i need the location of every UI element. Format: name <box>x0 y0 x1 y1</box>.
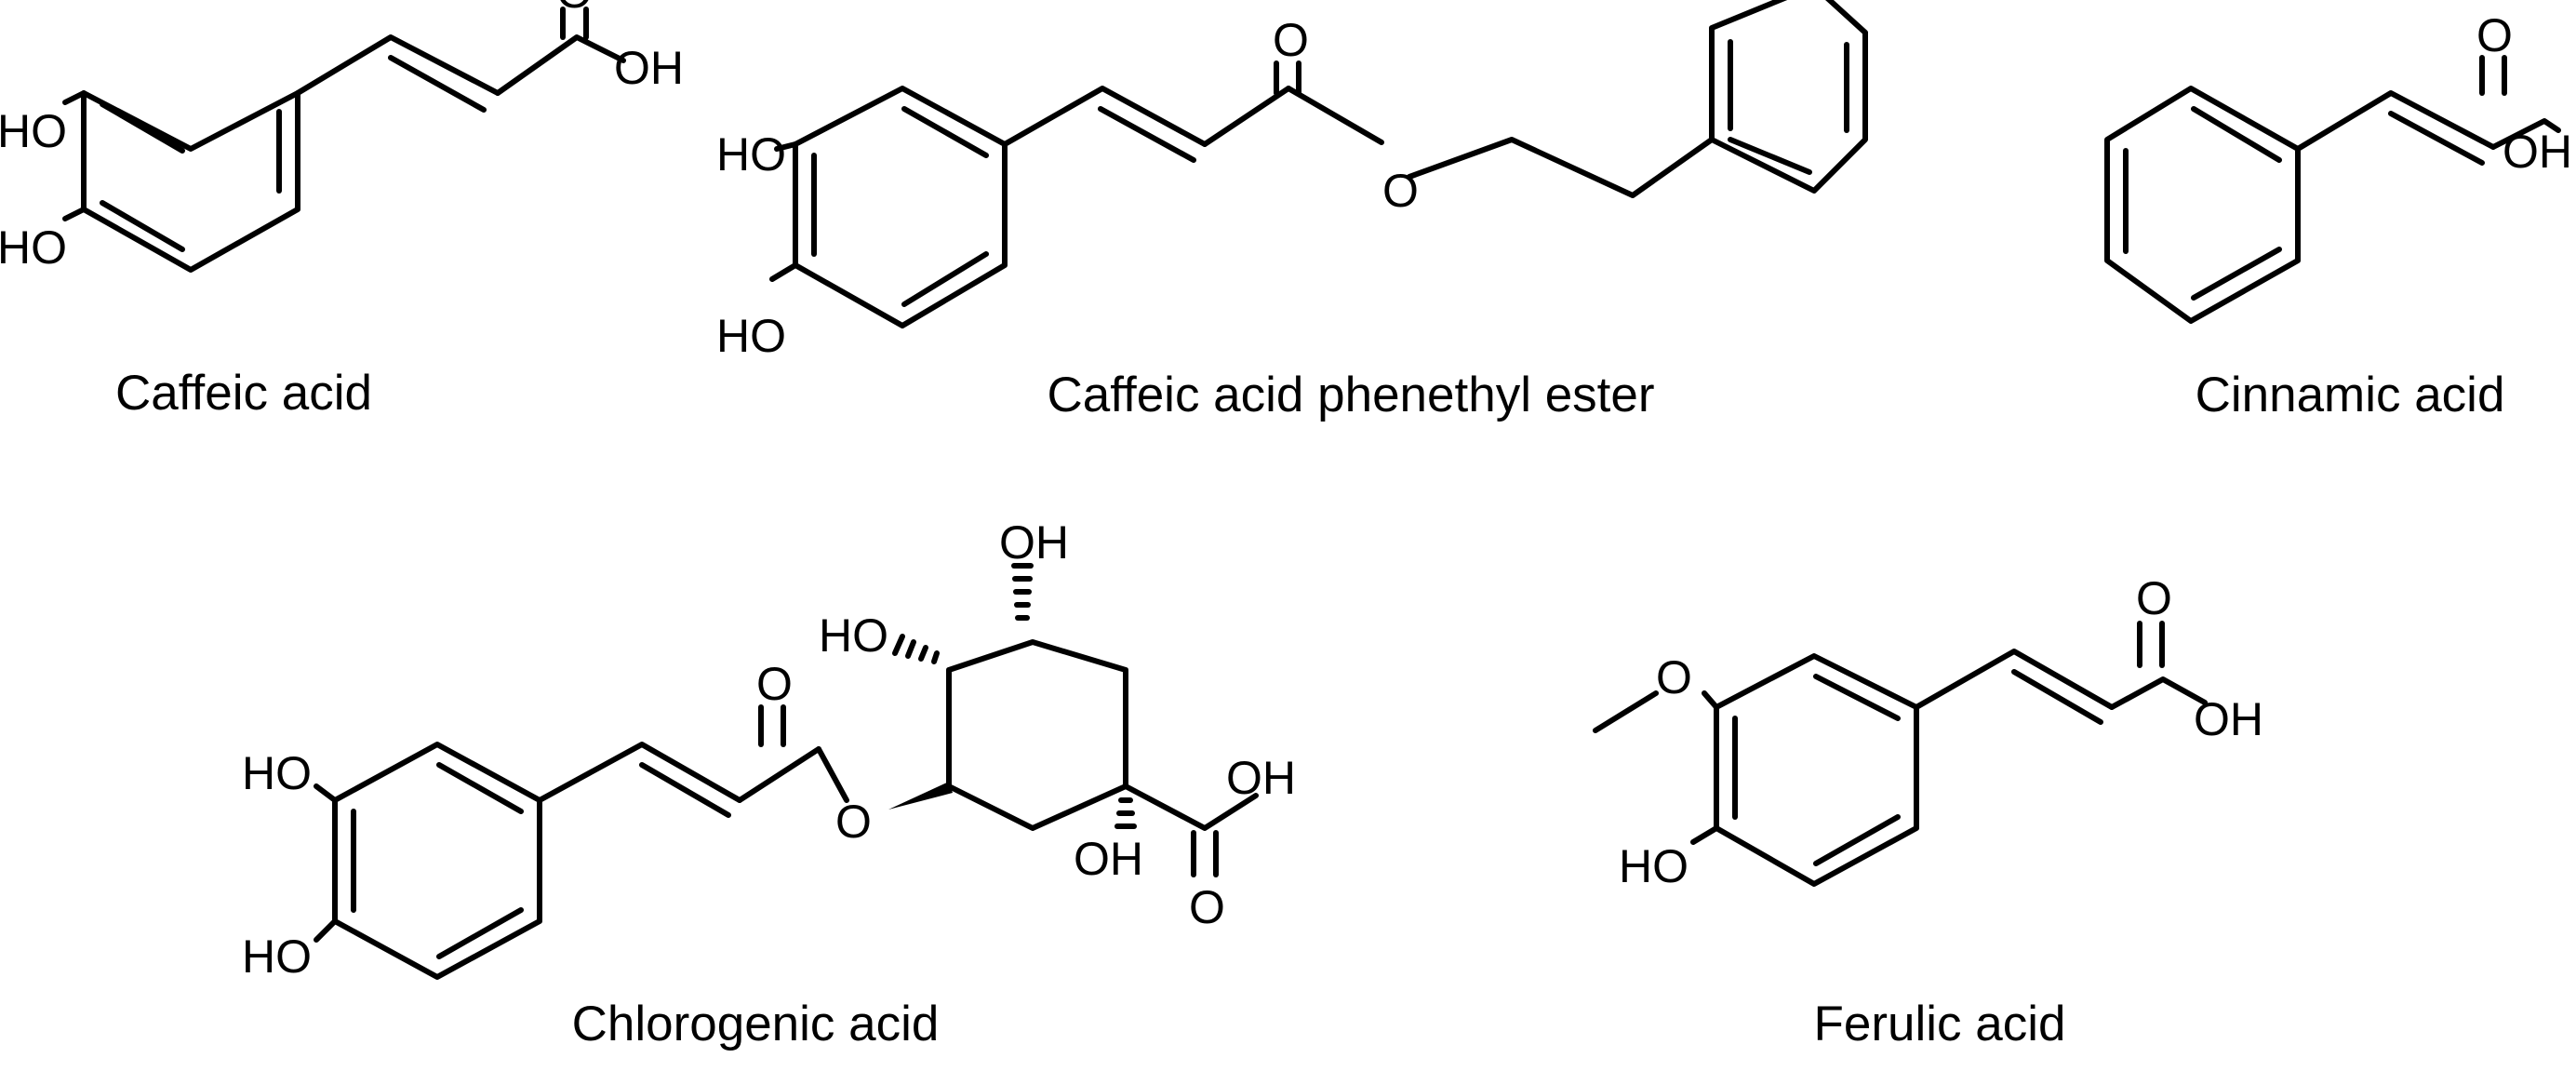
caption-chlorogenic-acid: Chlorogenic acid <box>572 997 940 1051</box>
ester-oxygen-label: O <box>1382 165 1419 217</box>
phenyl-ring <box>1709 0 1868 194</box>
hash-bond <box>1011 563 1034 621</box>
oh-label: OH <box>2194 693 2263 745</box>
caption-ferulic-acid: Ferulic acid <box>1814 997 2066 1051</box>
ho-label: HO <box>716 128 786 181</box>
oh-label: OH <box>2503 126 2572 178</box>
carbonyl-oxygen-label: O <box>556 0 593 18</box>
hash-bond <box>1114 797 1137 829</box>
ho-label: HO <box>242 930 312 983</box>
carbonyl-oxygen-label: O <box>2476 9 2513 61</box>
quinic-ring <box>946 639 1128 831</box>
wedge-bond <box>888 782 953 810</box>
carbonyl-oxygen-label: O <box>1189 881 1225 933</box>
oh-label: OH <box>1226 752 1296 804</box>
caption-cape: Caffeic acid phenethyl ester <box>1047 368 1654 422</box>
methoxy-oxygen-label: O <box>1656 651 1692 703</box>
cinnamic-acid-structure: O OH <box>2104 9 2572 324</box>
ho-label: HO <box>0 105 67 157</box>
carbonyl-oxygen-label: O <box>2136 572 2172 624</box>
catechol-ring <box>332 742 542 980</box>
ho-label: HO <box>819 609 888 662</box>
cape-structure: HO HO O O <box>716 0 1868 362</box>
hash-bond <box>892 634 940 664</box>
ho-label: HO <box>716 310 786 362</box>
caption-caffeic-acid: Caffeic acid <box>115 366 372 421</box>
ho-label: HO <box>1619 840 1688 892</box>
oh-label: OH <box>999 516 1069 569</box>
ho-label: HO <box>0 221 67 274</box>
caffeic-acid-structure: HO HO O OH <box>0 0 684 274</box>
chlorogenic-acid-structure: HO HO O O OH HO OH OH O <box>242 516 1296 983</box>
benzene-ring <box>1714 653 1919 887</box>
ester-oxygen-label: O <box>835 796 872 848</box>
caption-cinnamic-acid: Cinnamic acid <box>2196 368 2505 422</box>
benzene-ring <box>81 90 300 273</box>
ho-label: HO <box>242 747 312 799</box>
phenyl-ring <box>2104 86 2301 324</box>
carbonyl-oxygen-label: O <box>1273 14 1309 66</box>
oh-label: OH <box>1074 833 1143 885</box>
ferulic-acid-structure: O HO O OH <box>1593 572 2263 892</box>
oh-label: OH <box>614 42 684 94</box>
catechol-ring <box>793 86 1008 328</box>
carbonyl-oxygen-label: O <box>756 658 793 710</box>
